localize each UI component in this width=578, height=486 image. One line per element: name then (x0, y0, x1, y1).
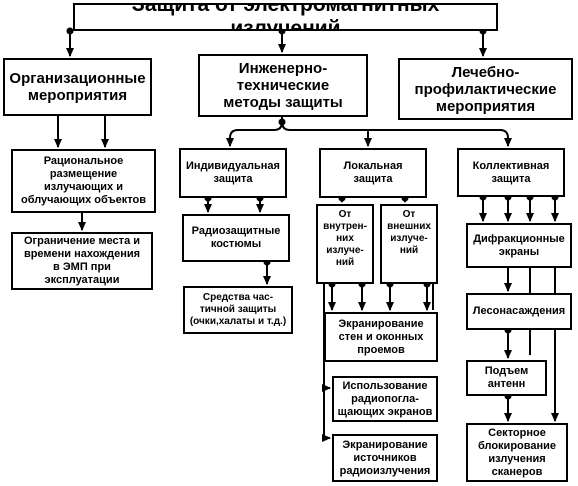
node-diffraction-label: Дифракционные экраны (473, 232, 565, 258)
node-external-label: От внешних излуче- ний (387, 209, 431, 256)
node-collective: Коллективная защита (457, 148, 565, 197)
node-limit: Ограничение места и времени нахождения в… (11, 232, 153, 290)
node-sources-label: Экранирование источников радиоизлучения (339, 438, 431, 477)
node-absorb: Использование радиопогла- щающих экранов (332, 376, 438, 422)
node-rational-label: Рациональное размещение излучающих и обл… (20, 155, 147, 206)
node-partial-label: Средства час- тичной защиты (очки,халаты… (189, 292, 287, 327)
title-label: Защита от электромагнитных излучений (131, 3, 440, 31)
node-forest-label: Лесонасаждения (472, 305, 566, 317)
node-org-label: Организационные мероприятия (9, 70, 146, 104)
junction-dot (66, 27, 74, 35)
junction-dot (278, 118, 286, 126)
node-local-label: Локальная защита (343, 160, 403, 185)
node-med: Лечебно- профилактические мероприятия (398, 58, 573, 120)
node-local: Локальная защита (319, 148, 427, 198)
node-diffraction: Дифракционные экраны (466, 223, 572, 268)
node-individual-label: Индивидуальная защита (186, 160, 280, 185)
node-eng-label: Инженерно- технические методы защиты (223, 60, 343, 111)
node-sector-label: Секторное блокирование излучения сканеро… (477, 426, 557, 478)
node-sector: Секторное блокирование излучения сканеро… (466, 423, 568, 482)
node-med-label: Лечебно- профилактические мероприятия (414, 63, 557, 115)
node-limit-label: Ограничение места и времени нахождения в… (23, 235, 141, 286)
node-org: Организационные мероприятия (3, 58, 152, 116)
node-collective-label: Коллективная защита (472, 159, 550, 185)
node-internal: От внутрен- них излуче- ний (316, 204, 374, 284)
node-suits-label: Радиозащитные костюмы (191, 225, 281, 250)
node-eng: Инженерно- технические методы защиты (198, 54, 368, 117)
connector-eng-bus-right (281, 121, 509, 146)
node-absorb-label: Использование радиопогла- щающих экранов (337, 379, 433, 418)
node-forest: Лесонасаждения (466, 293, 572, 330)
node-antenna: Подъем антенн (466, 360, 547, 396)
node-rational: Рациональное размещение излучающих и обл… (11, 149, 156, 213)
node-walls: Экранирование стен и оконных проемов (324, 312, 438, 362)
node-antenna-label: Подъем антенн (484, 365, 529, 390)
node-partial: Средства час- тичной защиты (очки,халаты… (183, 286, 293, 334)
node-external: От внешних излуче- ний (380, 204, 438, 284)
node-sources: Экранирование источников радиоизлучения (332, 434, 438, 482)
title-box: Защита от электромагнитных излучений (73, 3, 498, 31)
node-suits: Радиозащитные костюмы (182, 214, 290, 262)
node-individual: Индивидуальная защита (179, 148, 287, 198)
node-internal-label: От внутрен- них излуче- ний (323, 209, 367, 268)
node-walls-label: Экранирование стен и оконных проемов (338, 317, 424, 356)
connector-eng-bus (229, 117, 283, 146)
